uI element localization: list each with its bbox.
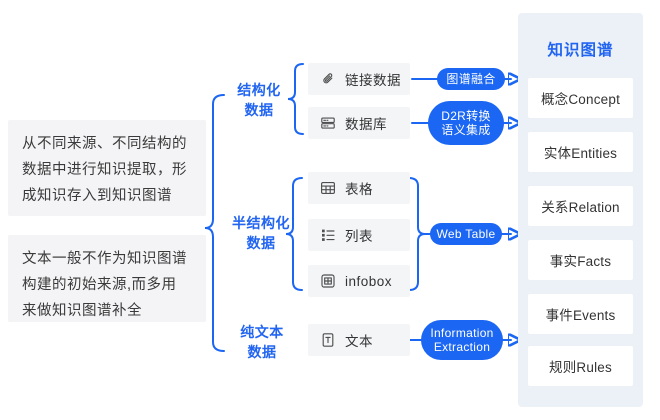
note-text-completion: 文本一般不作为知识图谱 构建的初始来源,而多用 来做知识图谱补全 bbox=[8, 235, 206, 322]
kg-item-events: 事件Events bbox=[528, 294, 633, 334]
source-label: 文本 bbox=[345, 334, 373, 349]
big-left-brace bbox=[204, 94, 225, 352]
source-label: 列表 bbox=[345, 229, 373, 244]
structured-brace bbox=[287, 63, 304, 135]
source-box-infobox: infobox bbox=[308, 265, 410, 297]
list-icon bbox=[322, 229, 335, 241]
kg-item-rules: 规则Rules bbox=[528, 346, 633, 386]
source-box-database: 数据库 bbox=[308, 107, 410, 139]
badge-web-table: Web Table bbox=[430, 223, 502, 245]
source-label: 链接数据 bbox=[345, 73, 401, 88]
paperclip-icon bbox=[323, 73, 333, 84]
badge-d2r-semantic-integration: D2R转换 语义集成 bbox=[428, 101, 504, 145]
text-file-icon bbox=[322, 333, 334, 347]
badge-graph-fusion: 图谱融合 bbox=[437, 68, 505, 90]
source-label: infobox bbox=[345, 273, 393, 289]
kg-item-relation: 关系Relation bbox=[528, 186, 633, 226]
badge-information-extraction: Information Extraction bbox=[421, 320, 503, 360]
source-box-linked-data: 链接数据 bbox=[308, 63, 410, 95]
semistructured-right-brace bbox=[408, 177, 426, 291]
source-label: 数据库 bbox=[345, 117, 387, 132]
infobox-icon bbox=[321, 274, 335, 288]
category-semistructured-data: 半结构化 数据 bbox=[232, 215, 290, 251]
category-plaintext-data: 纯文本 数据 bbox=[240, 324, 284, 360]
note-extraction: 从不同来源、不同结构的 数据中进行知识提取，形 成知识存入到知识图谱 bbox=[8, 120, 206, 216]
kg-item-facts: 事实Facts bbox=[528, 240, 633, 280]
kg-item-concept: 概念Concept bbox=[528, 78, 633, 118]
source-box-text: 文本 bbox=[308, 324, 410, 356]
category-structured-data: 结构化 数据 bbox=[237, 82, 281, 118]
source-box-list: 列表 bbox=[308, 219, 410, 251]
source-box-table: 表格 bbox=[308, 172, 410, 204]
panel-title: 知识图谱 bbox=[547, 42, 614, 59]
table-icon bbox=[321, 182, 335, 194]
kg-item-entities: 实体Entities bbox=[528, 132, 633, 172]
database-icon bbox=[321, 117, 335, 129]
source-label: 表格 bbox=[345, 182, 373, 197]
knowledge-graph-panel: 知识图谱 概念Concept 实体Entities 关系Relation 事实F… bbox=[518, 13, 643, 407]
